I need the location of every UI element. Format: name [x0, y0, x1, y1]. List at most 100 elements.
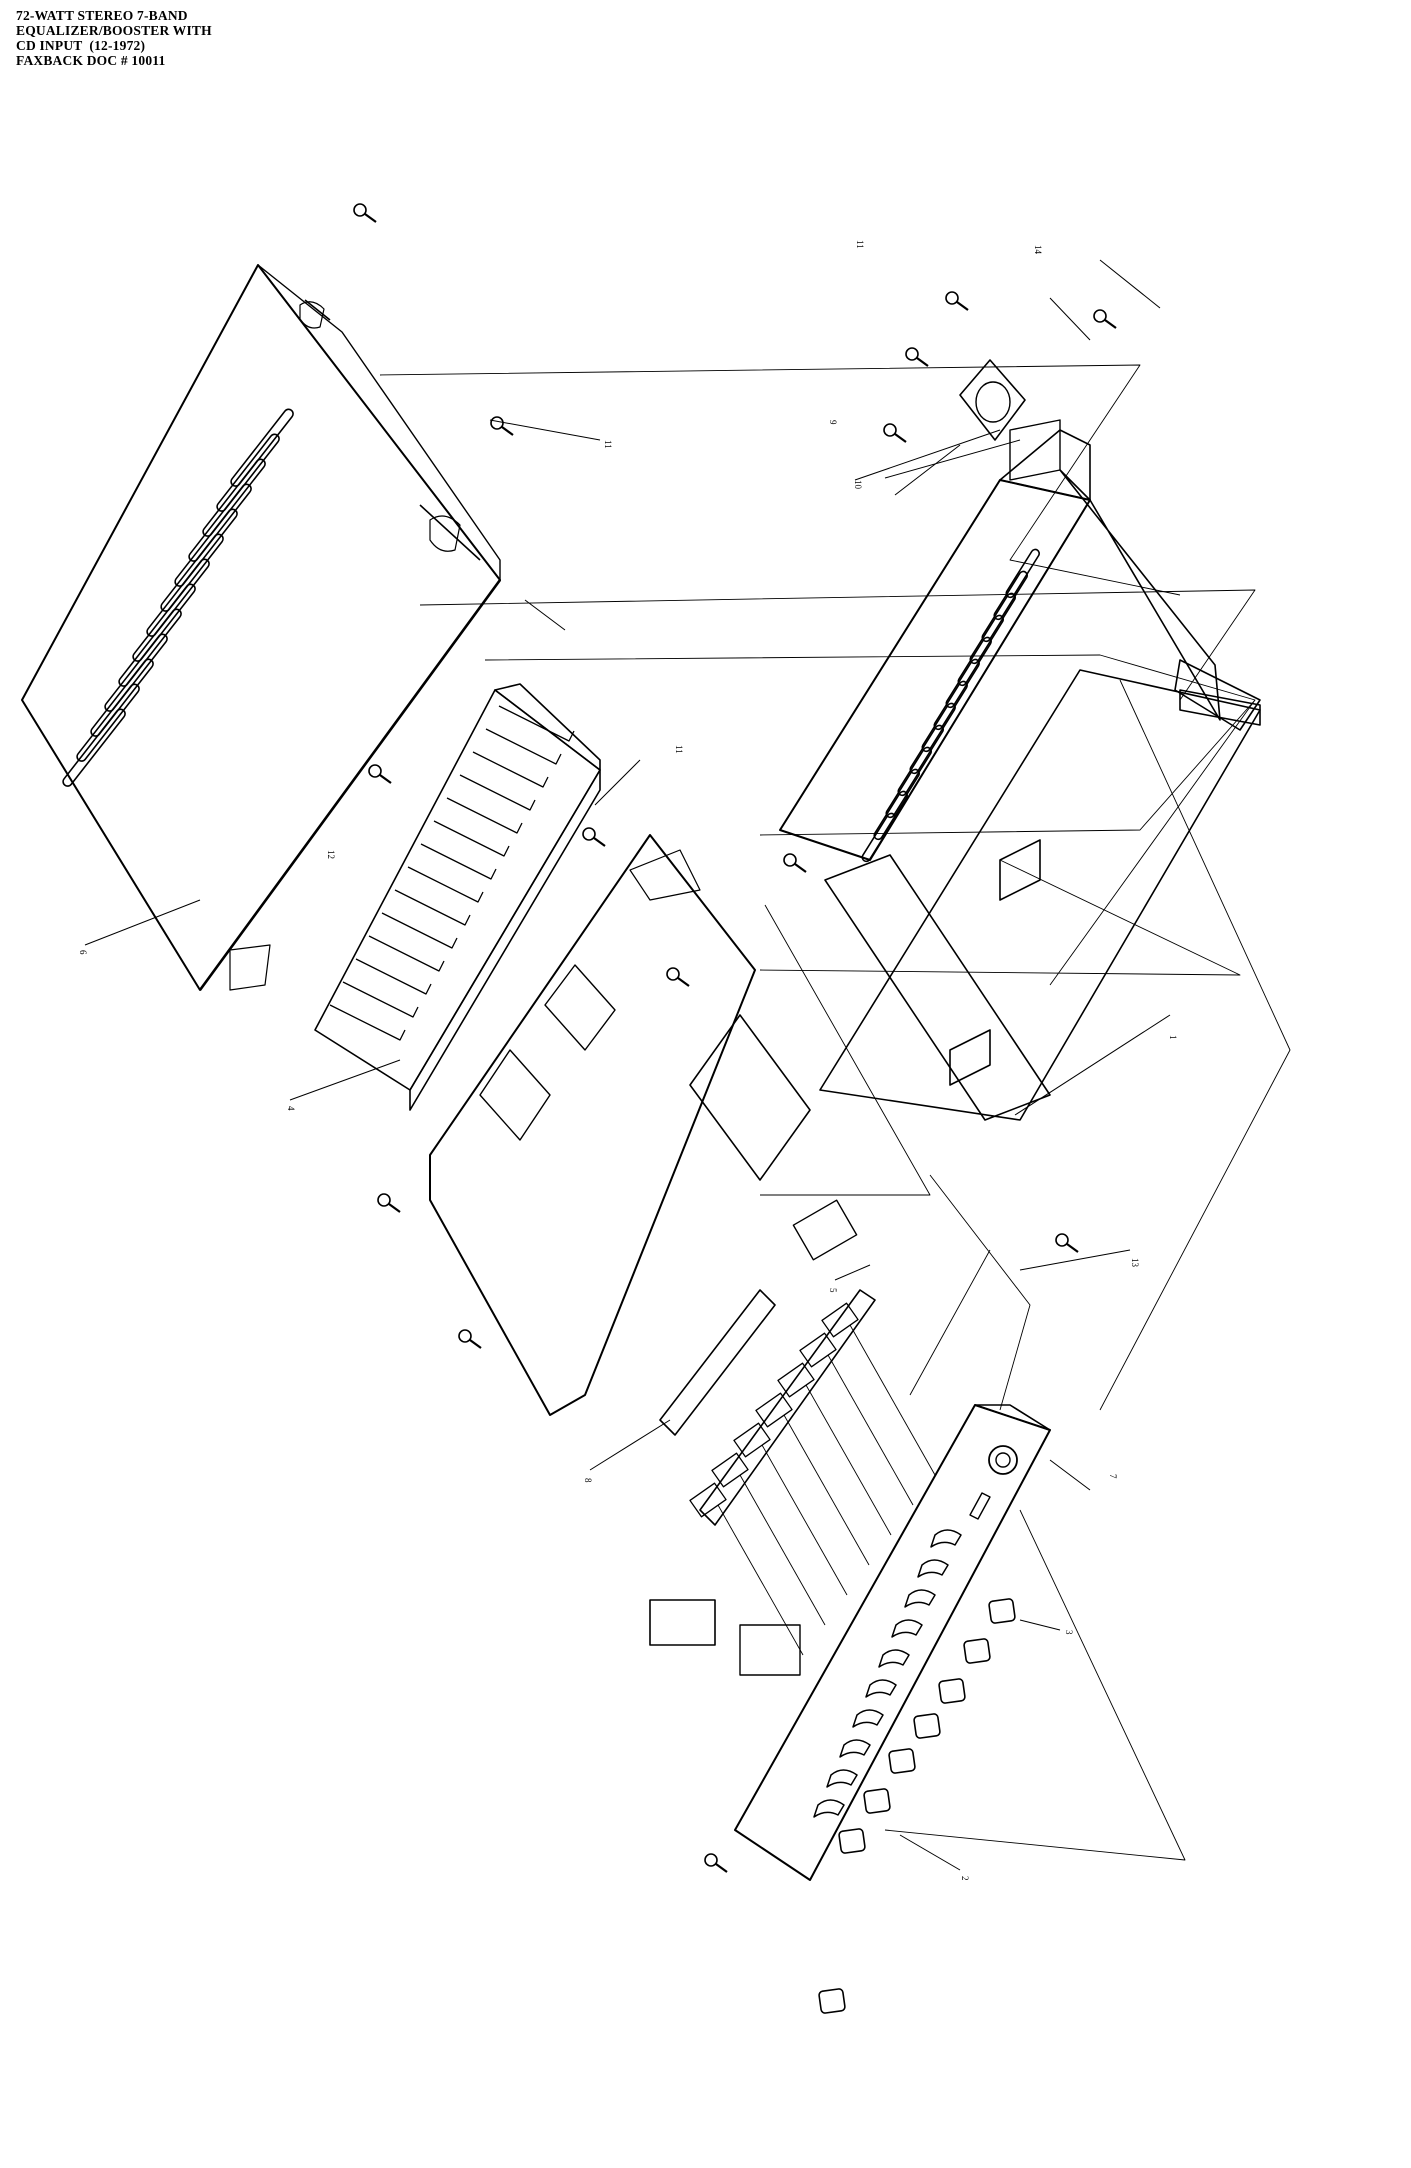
heat-sink [314, 683, 601, 1111]
heat-sink-fin [459, 774, 536, 811]
vent-slot [957, 636, 992, 687]
callout-2: 2 [960, 1876, 970, 1881]
screw-head [377, 1193, 391, 1207]
front-panel [734, 1404, 1051, 1881]
slider-pot [777, 1362, 815, 1398]
heat-sink-fin [342, 981, 419, 1018]
screw-shaft [1104, 319, 1117, 329]
panel-slot [904, 1589, 936, 1608]
panel-slot [878, 1649, 910, 1668]
callout-12: 12 [326, 850, 336, 859]
slider-guide [761, 1444, 848, 1596]
panel-slot [865, 1679, 897, 1698]
top-cover [21, 264, 502, 991]
knobs [818, 1598, 1016, 2014]
knob [963, 1638, 991, 1664]
heat-sink-fin [394, 889, 471, 926]
mounting-clamp [959, 359, 1026, 441]
slider-pot [733, 1422, 771, 1458]
slider-guide [717, 1504, 804, 1656]
slider-pots-assembly [699, 1289, 876, 1526]
slider-guide [739, 1474, 826, 1626]
slider-pot [799, 1332, 837, 1368]
rear-chassis-vents [861, 548, 1040, 863]
vent-slot [933, 680, 968, 731]
screw-shaft [794, 863, 807, 873]
vent-slot [897, 746, 932, 797]
screw-shaft [916, 357, 929, 367]
vent-slot [1005, 548, 1040, 599]
slider-pot [821, 1302, 859, 1338]
panel-slot [930, 1529, 962, 1548]
callout-labels: 6 4 8 11 12 5 1 13 7 3 2 10 9 11 11 14 [78, 240, 1178, 1881]
vent-slot [230, 408, 294, 487]
heat-sink-fin [485, 728, 562, 765]
screw-head [704, 1853, 718, 1867]
slider-guide [805, 1384, 892, 1536]
slider-pot [689, 1482, 727, 1518]
callout-11-cover: 11 [603, 440, 613, 449]
screws [353, 203, 1117, 1873]
screw-shaft [715, 1863, 728, 1873]
callout-3: 3 [1064, 1630, 1074, 1635]
heat-sink-fin [368, 935, 445, 972]
screw-head [905, 347, 919, 361]
vent-slot [873, 790, 908, 841]
vent-slot [921, 702, 956, 753]
slider-guide [849, 1324, 936, 1476]
callout-13: 13 [1130, 1258, 1140, 1268]
vent-slot [993, 570, 1028, 621]
screw-head [883, 423, 897, 437]
callout-14: 14 [1033, 245, 1043, 255]
screw-head [490, 416, 504, 430]
screw-shaft [469, 1339, 482, 1349]
screw-shaft [388, 1203, 401, 1213]
callout-6: 6 [78, 950, 88, 955]
vent-slot [909, 724, 944, 775]
slider-guide [783, 1414, 870, 1566]
vent-slot [945, 658, 980, 709]
callout-4: 4 [286, 1106, 296, 1111]
callout-8: 8 [583, 1478, 593, 1483]
heat-sink-fin [329, 1004, 406, 1041]
rear-chassis [779, 419, 1261, 861]
screw-shaft [593, 837, 606, 847]
screw-head [368, 764, 382, 778]
document-title: 72-WATT STEREO 7-BAND EQUALIZER/BOOSTER … [16, 8, 212, 68]
callout-9: 9 [828, 420, 838, 425]
heat-sink-fin [355, 958, 432, 995]
callout-1: 1 [1168, 1035, 1178, 1040]
heat-sink-fin [381, 912, 458, 949]
heat-sink-fin [446, 797, 523, 834]
title-line-2: EQUALIZER/BOOSTER WITH [16, 23, 212, 38]
screw-head [945, 291, 959, 305]
circuit-board [429, 834, 756, 1416]
slider-pot [755, 1392, 793, 1428]
panel-slot [839, 1739, 871, 1758]
screw-shaft [364, 213, 377, 223]
screw-shaft [501, 426, 514, 436]
screw-head [1093, 309, 1107, 323]
callout-11-top: 11 [855, 240, 865, 249]
knob [838, 1828, 866, 1854]
heat-sink-fin [498, 705, 575, 742]
board-clip [659, 1289, 776, 1436]
screw-head [582, 827, 596, 841]
heat-sink-fins [329, 705, 575, 1041]
title-line-3: CD INPUT (12-1972) [16, 38, 146, 53]
knob [988, 1598, 1016, 1624]
slider-pots [689, 1302, 936, 1656]
screw-head [1055, 1233, 1069, 1247]
side-bracket [824, 854, 1051, 1121]
heat-sink-fin [420, 843, 497, 880]
screw-shaft [1066, 1243, 1079, 1253]
top-cover-vents [62, 408, 294, 787]
heat-sink-fin [472, 751, 549, 788]
panel-slot [813, 1799, 845, 1818]
heat-sink-fin [433, 820, 510, 857]
screw-head [666, 967, 680, 981]
alignment-lines [379, 364, 1291, 1861]
vent-slot [969, 614, 1004, 665]
panel-slot [826, 1769, 858, 1788]
